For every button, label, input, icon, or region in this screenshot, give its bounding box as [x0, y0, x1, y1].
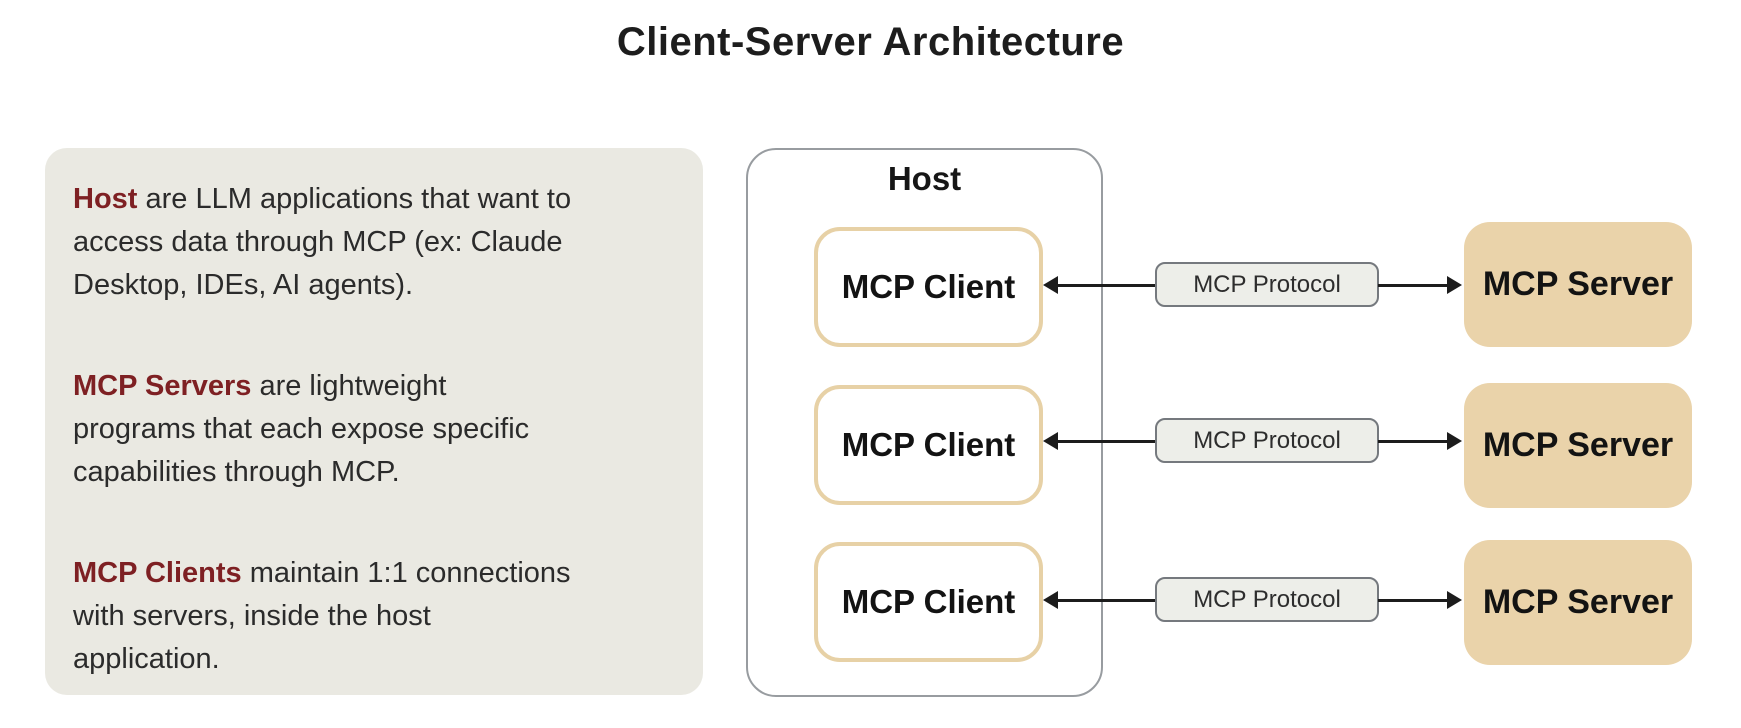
host-container-box: Host MCP Client MCP Client MCP Client — [746, 148, 1103, 697]
term-mcp-servers: MCP Servers — [73, 370, 252, 402]
paragraph-line: programs that each expose specific — [73, 413, 530, 445]
paragraph-line: Desktop, IDEs, AI agents). — [73, 269, 414, 301]
connector-line-right — [1378, 440, 1448, 443]
term-mcp-clients: MCP Clients — [73, 557, 242, 589]
paragraph-line: MCP Servers are lightweight — [73, 365, 675, 408]
paragraph-line: MCP Clients maintain 1:1 connections — [73, 552, 675, 595]
info-paragraph-mcp-clients: MCP Clients maintain 1:1 connections wit… — [73, 552, 675, 681]
info-panel: Host are LLM applications that want to a… — [45, 148, 703, 695]
mcp-client-box-1: MCP Client — [814, 227, 1043, 347]
paragraph-line: access data through MCP (ex: Claude — [73, 226, 563, 258]
info-paragraph-host: Host are LLM applications that want to a… — [73, 178, 675, 307]
paragraph-text: are lightweight — [251, 370, 447, 402]
arrowhead-right-icon — [1447, 276, 1462, 294]
arrowhead-right-icon — [1447, 591, 1462, 609]
mcp-protocol-label-3: MCP Protocol — [1155, 577, 1379, 622]
term-host: Host — [73, 183, 138, 215]
paragraph-line: with servers, inside the host — [73, 600, 431, 632]
connector-line-left — [1056, 599, 1156, 602]
connector-line-left — [1056, 284, 1156, 287]
mcp-server-box-2: MCP Server — [1464, 383, 1692, 508]
paragraph-text: are LLM applications that want to — [137, 183, 572, 215]
paragraph-line: capabilities through MCP. — [73, 456, 400, 488]
connector-line-right — [1378, 599, 1448, 602]
arrowhead-left-icon — [1043, 276, 1058, 294]
connector-line-left — [1056, 440, 1156, 443]
paragraph-line: application. — [73, 643, 220, 675]
mcp-client-box-2: MCP Client — [814, 385, 1043, 505]
paragraph-text: maintain 1:1 connections — [241, 557, 571, 589]
arrowhead-left-icon — [1043, 432, 1058, 450]
mcp-protocol-label-2: MCP Protocol — [1155, 418, 1379, 463]
mcp-server-box-1: MCP Server — [1464, 222, 1692, 347]
host-label: Host — [887, 160, 962, 197]
mcp-server-box-3: MCP Server — [1464, 540, 1692, 665]
paragraph-line: Host are LLM applications that want to — [73, 178, 675, 221]
mcp-protocol-label-1: MCP Protocol — [1155, 262, 1379, 307]
connector-line-right — [1378, 284, 1448, 287]
arrowhead-right-icon — [1447, 432, 1462, 450]
arrowhead-left-icon — [1043, 591, 1058, 609]
page-title: Client-Server Architecture — [616, 20, 1125, 64]
mcp-client-box-3: MCP Client — [814, 542, 1043, 662]
info-paragraph-mcp-servers: MCP Servers are lightweight programs tha… — [73, 365, 675, 494]
